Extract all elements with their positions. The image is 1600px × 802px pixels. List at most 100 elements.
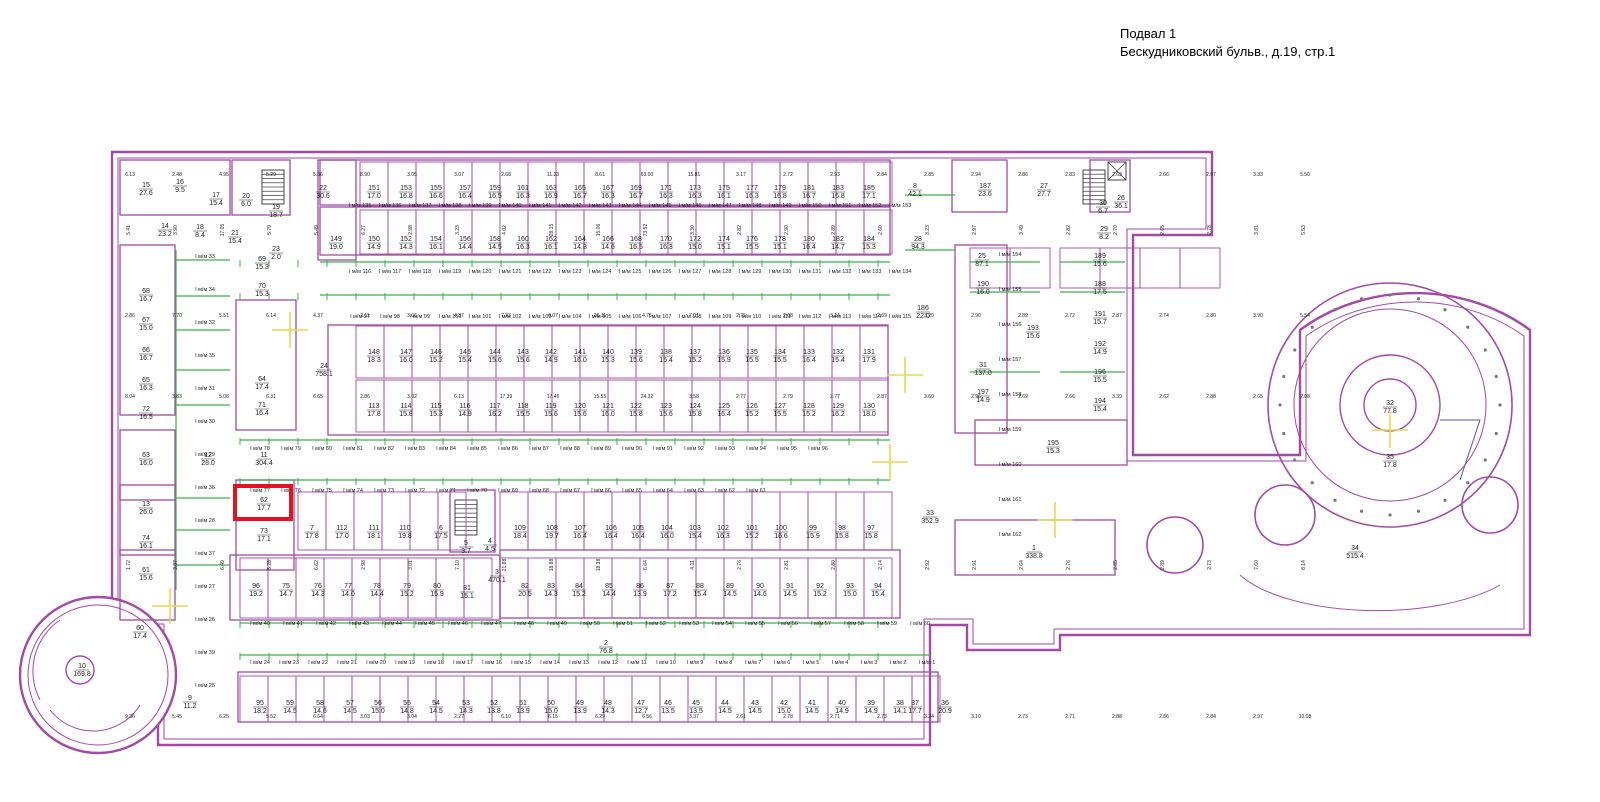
parking-space-label: I м/м 159 [999,427,1022,433]
room-area: 338.8 [1025,553,1043,560]
dimension-label: 7.70 [172,313,182,319]
room-area: 15.4 [1093,406,1107,413]
room-number: 139 [630,349,642,356]
parking-space-label: I м/м 129 [739,269,762,275]
dimension-label: 2.66 [1159,172,1169,178]
room-number: 77 [344,583,352,590]
room-area: 16.4 [604,533,618,540]
parking-space-label: I м/м 61 [746,488,766,494]
room-number: 128 [803,403,815,410]
room-number: 148 [368,349,380,356]
dimension-label: 2.73 [877,714,887,720]
room-area: 17.5 [1093,289,1107,296]
dimension-label: 2.86 [125,313,135,319]
room-area: 22.0 [916,313,930,320]
parking-space-label: I м/м 57 [811,621,831,627]
parking-space-label: I м/м 123 [559,269,582,275]
dimension-label: 18.38 [596,559,602,572]
parking-space-label: I м/м 66 [591,488,611,494]
room-area: 169.8 [73,671,91,678]
room-area: 15.5 [1093,377,1107,384]
elevator-x [1107,161,1127,181]
room-area: 14.4 [458,244,472,251]
room-number: 175 [718,185,730,192]
parking-space-label: I м/м 157 [999,357,1022,363]
dimension-label: 2.93 [830,172,840,178]
parking-space-label: I м/м 109 [709,314,732,320]
room-number: 151 [368,185,380,192]
room-area: 137.0 [974,370,992,377]
parking-space-label: I м/м 14 [540,660,560,666]
dimension-label: 2.68 [783,313,793,319]
parking-space-label: I м/м 134 [889,269,912,275]
room-area: 27.6 [139,190,153,197]
room-number: 31 [979,362,987,369]
parking-space-label: I м/м 80 [312,446,332,452]
room-area: 16.2 [831,411,845,418]
room-area: 17.2 [663,591,677,598]
room-number: 109 [514,525,526,532]
parking-space-label: I м/м 78 [250,446,270,452]
room-area: 15.3 [601,357,615,364]
room-number: 32 [1386,400,1394,407]
dimension-label: 2.77 [736,394,746,400]
room-area: 16.6 [774,533,788,540]
dimension-label: 2.71 [830,714,840,720]
dimension-label: 2.74 [878,560,884,570]
room-area: 16.0 [399,357,413,364]
room-area: 26.0 [139,509,153,516]
dimension-label: 2.89 [1160,560,1166,570]
parking-space-label: I м/м 81 [343,446,363,452]
parking-space-label: I м/м 146 [679,203,702,209]
room-number: 168 [630,236,642,243]
room-number: 111 [369,525,380,532]
dimension-label: 2.63 [1112,172,1122,178]
dimension-label: 2.78 [783,714,793,720]
dimension-label: 4.95 [219,172,229,178]
dimension-label: 15.06 [596,224,602,237]
room-area: 17.0 [335,533,349,540]
room-area: 16.5 [488,193,502,200]
parking-space-label: I м/м 11 [627,660,646,666]
dimension-label: 10.08 [1299,714,1312,720]
room-area: 15.3 [862,244,876,251]
column-dot [1483,458,1487,462]
room-number: 130 [863,403,875,410]
room-number: 167 [602,185,614,192]
room-number: 165 [574,185,586,192]
room-number: 141 [574,349,586,356]
dimension-label: 3.81 [1254,225,1260,235]
dimension-label: 2.77 [830,394,840,400]
room-area: 15.5 [773,411,787,418]
room-area: 16.4 [458,193,472,200]
room-area: 14.9 [976,397,990,404]
room-number: 114 [400,403,411,410]
room-area: 13.9 [516,708,530,715]
room-number: 157 [459,185,471,192]
dimension-label: 2.65 [1160,225,1166,235]
room-number: 8 [913,183,917,190]
room-number: 52 [490,700,498,707]
parking-space-label: I м/м 47 [481,621,501,627]
dimension-label: 2.62 [1159,394,1169,400]
parking-space-label: I м/м 86 [498,446,518,452]
room-number: 116 [459,403,470,410]
left-ramp-arc2 [49,704,141,732]
dimension-label: 2.85 [1113,560,1119,570]
